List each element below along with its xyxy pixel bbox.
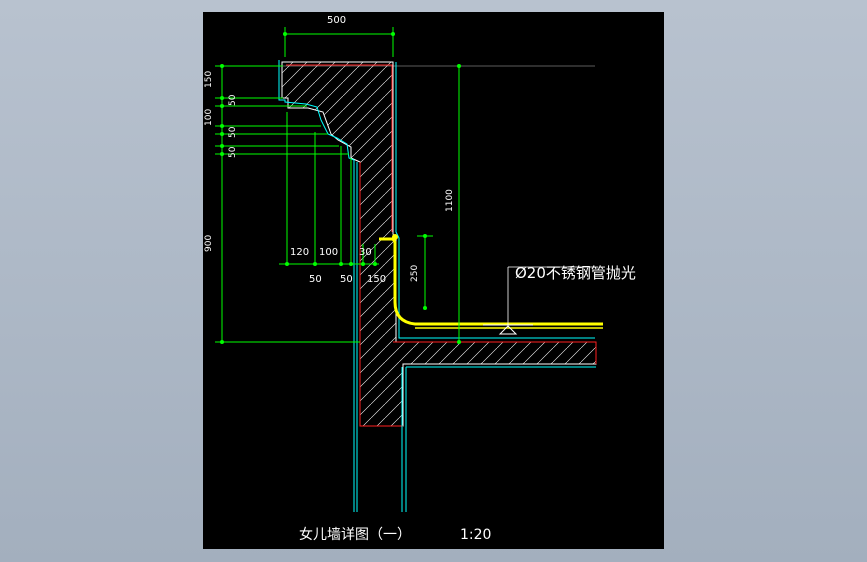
parapet-detail-drawing: Ø20不锈钢管抛光 bbox=[204, 15, 636, 543]
dim-50-a: 50 bbox=[228, 94, 238, 106]
dim-250: 250 bbox=[410, 265, 420, 282]
dim-900: 900 bbox=[204, 235, 214, 252]
dim-50-e: 50 bbox=[340, 274, 353, 285]
dim-120: 120 bbox=[290, 247, 309, 258]
drawing-title: 女儿墙详图（一） bbox=[299, 526, 411, 543]
outer-finish-line bbox=[278, 60, 355, 512]
drawing-sheet: Ø20不锈钢管抛光 bbox=[203, 12, 664, 549]
slab-underside-finish bbox=[401, 366, 596, 512]
pipe-end bbox=[392, 234, 398, 240]
dim-100-h: 100 bbox=[319, 247, 338, 258]
dimension-lines bbox=[215, 27, 460, 343]
dim-50-c: 50 bbox=[228, 146, 238, 158]
dim-50-b: 50 bbox=[228, 126, 238, 138]
dim-1100: 1100 bbox=[445, 189, 455, 212]
dim-100-v: 100 bbox=[204, 109, 214, 126]
dim-50-d: 50 bbox=[309, 274, 322, 285]
dim-150-bottom: 150 bbox=[367, 274, 386, 285]
dim-30: 30 bbox=[359, 247, 372, 258]
pipe-callout-label: Ø20不锈钢管抛光 bbox=[515, 264, 636, 282]
dim-500: 500 bbox=[327, 15, 346, 26]
concrete-section bbox=[281, 61, 597, 427]
dimension-ticks bbox=[220, 32, 461, 344]
level-mark-icon bbox=[498, 325, 518, 335]
inner-finish-line bbox=[395, 62, 595, 339]
drawing-scale: 1:20 bbox=[460, 527, 491, 543]
stainless-pipe bbox=[379, 237, 603, 326]
dim-150-top: 150 bbox=[204, 71, 214, 88]
